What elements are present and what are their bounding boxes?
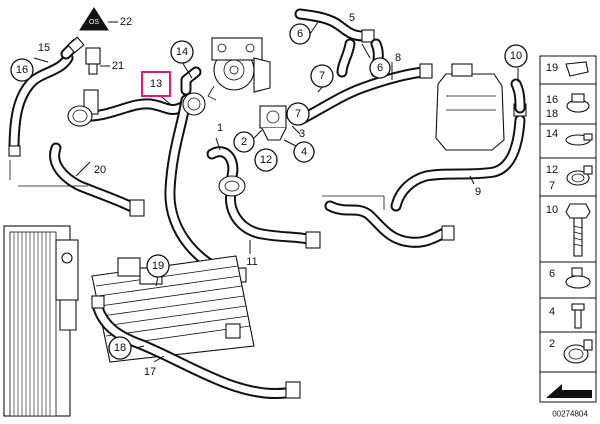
svg-text:2: 2 (241, 136, 247, 148)
svg-text:18: 18 (114, 342, 126, 354)
panel-label-12: 12 (546, 164, 558, 176)
svg-text:20: 20 (94, 164, 106, 176)
callout-15: 15 (38, 42, 50, 54)
svg-text:16: 16 (16, 64, 28, 76)
screw-4-icon (571, 303, 585, 311)
callout-16: 16 (10, 58, 34, 82)
svg-text:6: 6 (297, 28, 303, 40)
callout-9: 9 (475, 186, 481, 198)
svg-text:13: 13 (150, 78, 162, 90)
callout-13: 13 (141, 71, 171, 97)
expansion-tank (435, 63, 505, 151)
clamp-6-icon (565, 275, 591, 289)
callout-7b: 7 (286, 102, 310, 126)
callout-21: 21 (112, 60, 124, 72)
svg-text:7: 7 (295, 108, 301, 120)
callout-1: 1 (217, 122, 223, 134)
thermostat-housing-3 (259, 105, 296, 141)
panel-label-14: 14 (546, 128, 558, 140)
small-parts-panel: 19 16 18 14 12 7 10 6 4 2 (539, 55, 597, 403)
callout-6a: 6 (289, 23, 311, 45)
sensor-connector-21 (85, 47, 110, 75)
water-pump (207, 37, 271, 101)
callout-10: 10 (504, 44, 528, 68)
radiator (3, 225, 79, 417)
svg-text:8: 8 (395, 52, 401, 64)
hose-20 (9, 142, 145, 217)
panel-label-2: 2 (549, 338, 555, 350)
clip-19-icon (565, 61, 589, 77)
bolt-10-icon (565, 203, 591, 219)
svg-text:11: 11 (246, 256, 257, 268)
callout-2: 2 (233, 131, 255, 153)
panel-label-16: 16 (546, 94, 558, 106)
svg-text:12: 12 (260, 154, 272, 166)
panel-label-18: 18 (546, 108, 558, 120)
callout-20: 20 (94, 164, 106, 176)
svg-text:19: 19 (152, 260, 164, 272)
callout-11: 11 (246, 256, 257, 268)
svg-text:3: 3 (299, 128, 305, 140)
svg-text:21: 21 (112, 60, 124, 72)
hose-10 (510, 78, 526, 114)
callout-4: 4 (293, 141, 315, 163)
callout-14: 14 (170, 40, 194, 64)
callout-18: 18 (108, 336, 132, 360)
callout-22: 22 (120, 16, 132, 28)
svg-text:17: 17 (144, 366, 156, 378)
callout-8: 8 (395, 52, 401, 64)
direction-arrow-icon (546, 384, 592, 398)
hose-13 (67, 89, 190, 127)
hose-17 (91, 295, 301, 400)
warning-label-22: OS (79, 7, 118, 31)
svg-text:1: 1 (217, 122, 223, 134)
hose-clamp-2-icon (563, 344, 589, 364)
svg-text:15: 15 (38, 42, 50, 54)
callout-7a: 7 (310, 64, 334, 88)
svg-text:6: 6 (377, 62, 383, 74)
callout-12: 12 (254, 148, 278, 172)
reference-code: 00274804 (552, 410, 588, 419)
svg-text:5: 5 (349, 12, 355, 24)
callout-5: 5 (349, 12, 355, 24)
svg-text:22: 22 (120, 16, 132, 28)
callout-3: 3 (299, 128, 305, 140)
svg-text:10: 10 (510, 50, 522, 62)
panel-label-4: 4 (549, 306, 555, 318)
panel-label-19: 19 (546, 62, 558, 74)
svg-text:14: 14 (176, 46, 188, 58)
hose-11 (206, 146, 321, 249)
warning-label-text: OS (89, 19, 99, 26)
svg-text:9: 9 (475, 186, 481, 198)
panel-label-10: 10 (546, 204, 558, 216)
svg-text:4: 4 (301, 146, 307, 158)
callout-6b: 6 (369, 57, 391, 79)
callout-19: 19 (146, 254, 170, 278)
callout-17: 17 (144, 366, 156, 378)
svg-text:7: 7 (319, 70, 325, 82)
hose-16 (8, 36, 85, 157)
panel-label-7: 7 (549, 180, 555, 192)
panel-label-6: 6 (549, 268, 555, 280)
hose-5 (294, 8, 375, 78)
